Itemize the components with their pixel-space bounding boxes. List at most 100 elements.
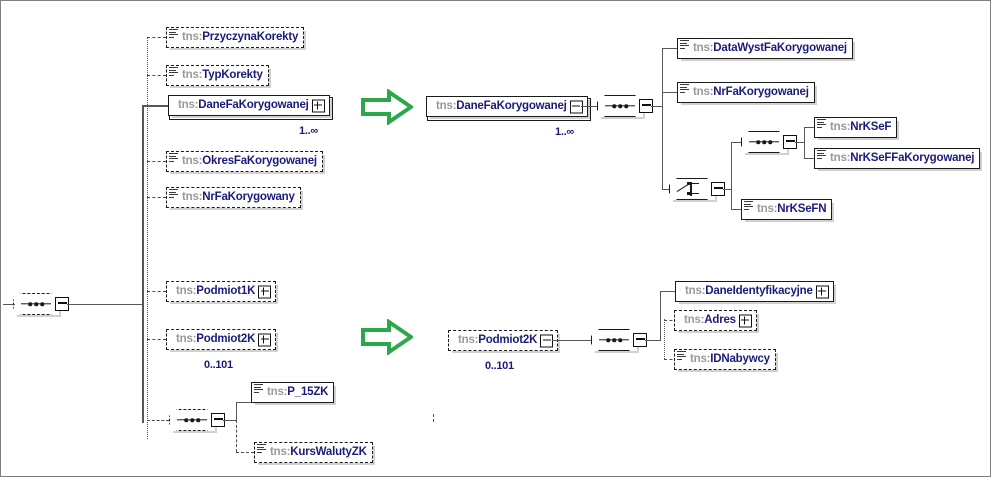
node-adres[interactable]: tns:Adres	[674, 310, 757, 331]
node-data-wyst-fa-korygowanej[interactable]: tns:DataWystFaKorygowanej	[677, 38, 853, 59]
node-name: Podmiot2K	[196, 332, 256, 345]
sequence-dots-icon	[184, 418, 200, 422]
expand-plus-icon[interactable]	[258, 333, 272, 346]
branch-line-typ-korekty	[147, 75, 166, 76]
node-podmiot2k[interactable]: tns:Podmiot2K	[166, 329, 277, 350]
choice-compositor[interactable]	[669, 178, 715, 200]
node-nr-ksefn[interactable]: tns:NrKSeFN	[741, 199, 833, 220]
node-przyczyna-korekty[interactable]: tns:PrzyczynaKorekty	[166, 27, 305, 48]
inner-group-spine-down	[236, 420, 237, 452]
root-left-stub-line	[3, 304, 15, 305]
branch-line-dane-fa-korygowanej	[142, 105, 168, 107]
node-dane-fa-korygowanej[interactable]: tns:DaneFaKorygowanej	[168, 95, 330, 116]
node-prefix: tns:	[270, 445, 291, 458]
expand-arrow-dane-fa-korygowanej	[361, 89, 413, 125]
node-podmiot1k[interactable]: tns:Podmiot1K	[166, 281, 277, 302]
node-kurs-waluty-zk[interactable]: tns:KursWalutyZK	[254, 442, 373, 463]
inner-sequence-collapse-stub[interactable]	[211, 413, 225, 427]
node-name: NrFaKorygowany	[202, 190, 295, 203]
main-trunk-dotted	[147, 37, 148, 439]
line-adres	[664, 320, 678, 321]
node-name: P_15ZK	[287, 385, 329, 398]
element-lines-icon	[680, 40, 689, 49]
node-name: NrKSeFFaKorygowanej	[850, 151, 975, 164]
branch-line-okres-fa-korygowanej	[147, 161, 166, 162]
node-prefix: tns:	[685, 284, 706, 297]
node-prefix: tns:	[182, 154, 203, 167]
detail-bottom-spine-dotted	[664, 319, 665, 359]
detail-bottom-sequence-compositor[interactable]	[591, 329, 637, 351]
expand-plus-icon[interactable]	[738, 314, 752, 327]
expand-plus-icon[interactable]	[815, 285, 829, 298]
node-name: DataWystFaKorygowanej	[713, 41, 847, 54]
sequence-dots-icon	[612, 104, 628, 108]
line-id-nabywcy	[664, 359, 678, 360]
detail-top-sequence-compositor[interactable]	[597, 95, 643, 117]
cardinality-detail-podmiot2k: 0..101	[485, 360, 514, 372]
line-nrksef-fa-korygowanej	[804, 158, 814, 159]
choice-stem-glyph	[690, 182, 692, 196]
node-name: Adres	[704, 313, 736, 326]
node-id-nabywcy[interactable]: tns:IDNabywcy	[674, 349, 776, 370]
element-lines-icon	[169, 67, 178, 76]
detail-node-podmiot2k[interactable]: tns:Podmiot2K	[448, 330, 559, 351]
node-dane-identyfikacyjne[interactable]: tns:DaneIdentyfikacyjne	[675, 281, 834, 302]
detail-node-dane-fa-korygowanej[interactable]: tns:DaneFaKorygowanej	[426, 96, 588, 117]
node-nr-fa-korygowany[interactable]: tns:NrFaKorygowany	[166, 187, 301, 208]
choice-inner-sequence-compositor[interactable]	[741, 131, 787, 153]
node-prefix: tns:	[182, 68, 203, 81]
main-trunk-solid	[142, 105, 144, 423]
detail-top-sequence-collapse-stub[interactable]	[639, 99, 653, 113]
sequence-dots-icon	[28, 302, 44, 306]
node-prefix: tns:	[176, 284, 197, 297]
node-prefix: tns:	[176, 332, 197, 345]
right-arrow-icon	[361, 89, 413, 125]
element-lines-icon	[169, 189, 178, 198]
node-prefix: tns:	[436, 99, 457, 112]
choice-octagon-shape	[669, 178, 715, 200]
branch-line-podmiot1k	[147, 291, 166, 292]
node-prefix: tns:	[267, 385, 288, 398]
sequence-dots-icon	[606, 338, 622, 342]
inner-group-line-kurs-waluty	[236, 452, 254, 453]
node-prefix: tns:	[182, 30, 203, 43]
node-nr-ksef[interactable]: tns:NrKSeF	[814, 117, 898, 138]
line-nrksef	[804, 127, 814, 128]
element-lines-icon	[817, 119, 826, 128]
inner-sequence-compositor[interactable]	[169, 409, 215, 431]
node-name: IDNabywcy	[710, 352, 770, 365]
node-nr-fa-korygowanej[interactable]: tns:NrFaKorygowanej	[677, 82, 815, 103]
choice-dot-top	[687, 182, 691, 186]
node-name: TypKorekty	[202, 68, 263, 81]
element-lines-icon	[817, 150, 826, 159]
expand-plus-icon[interactable]	[258, 285, 272, 298]
node-prefix: tns:	[830, 120, 851, 133]
detail-top-line-datawyst	[662, 48, 677, 49]
choice-arm-bottom	[690, 192, 699, 194]
node-name: OkresFaKorygowanej	[202, 154, 317, 167]
choice-line-inner-sequence	[731, 142, 741, 143]
node-prefix: tns:	[178, 98, 199, 111]
expand-plus-icon[interactable]	[311, 99, 325, 112]
element-lines-icon	[254, 384, 263, 393]
node-name: DaneFaKorygowanej	[456, 99, 567, 112]
element-lines-icon	[677, 351, 686, 360]
root-sequence-compositor[interactable]	[13, 293, 59, 315]
detail-bottom-spine-entry	[645, 340, 661, 341]
node-p-15zk[interactable]: tns:P_15ZK	[251, 382, 335, 403]
node-prefix: tns:	[182, 190, 203, 203]
branch-line-inner-sequence	[147, 420, 169, 421]
node-name: DaneFaKorygowanej	[198, 98, 309, 111]
line-nrksefn	[731, 209, 741, 210]
node-prefix: tns:	[684, 313, 705, 326]
element-lines-icon	[257, 444, 266, 453]
cardinality-detail-dane-fa-korygowanej: 1..∞	[555, 126, 574, 138]
detail-top-link-to-sequence	[581, 106, 597, 107]
node-name: Podmiot2K	[478, 333, 538, 346]
inner-group-spine-up	[236, 402, 237, 421]
choice-spine	[731, 142, 732, 210]
node-typ-korekty[interactable]: tns:TypKorekty	[166, 65, 269, 86]
node-nr-ksef-fa-korygowanej[interactable]: tns:NrKSeFFaKorygowanej	[814, 148, 981, 169]
node-prefix: tns:	[690, 352, 711, 365]
node-okres-fa-korygowanej[interactable]: tns:OkresFaKorygowanej	[166, 151, 323, 172]
